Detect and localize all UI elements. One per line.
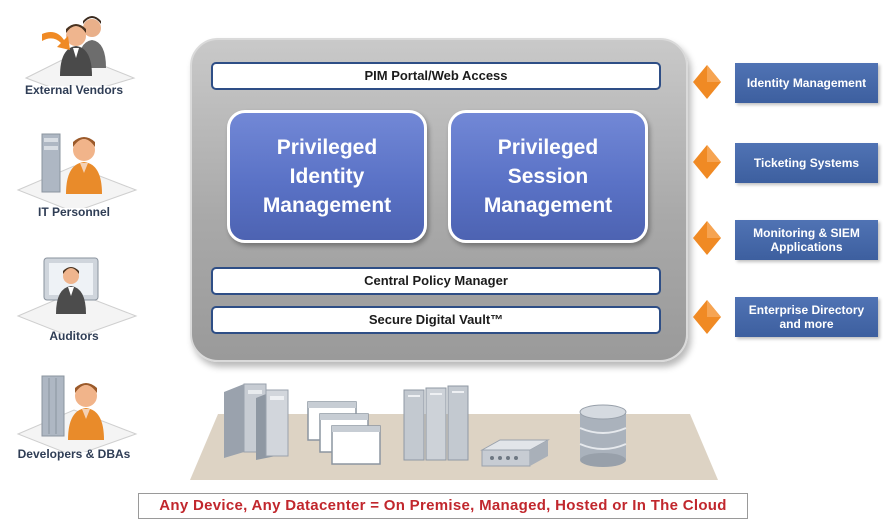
privileged-session-management-module: Privileged Session Management <box>448 110 648 243</box>
secure-digital-vault-bar: Secure Digital Vault™ <box>211 306 661 334</box>
application-windows-icon <box>307 401 381 465</box>
user-group-label: External Vendors <box>24 83 124 97</box>
module-label: Privileged Identity Management <box>262 136 392 217</box>
pim-portal-bar: PIM Portal/Web Access <box>211 62 661 90</box>
database-icon <box>579 404 627 467</box>
user-group-label: IT Personnel <box>37 205 111 219</box>
integration-ticketing-systems: Ticketing Systems <box>735 143 878 183</box>
user-group-auditors: Auditors <box>4 254 144 364</box>
it-personnel-icon <box>16 133 138 208</box>
integration-label: Ticketing Systems <box>753 156 860 170</box>
connector-diamond-icon <box>693 145 721 179</box>
privileged-identity-management-module: Privileged Identity Management <box>227 110 427 243</box>
integration-enterprise-directory: Enterprise Directory and more <box>735 297 878 337</box>
datacenter-caption: Any Device, Any Datacenter = On Premise,… <box>138 493 748 519</box>
network-appliance-icon <box>480 439 550 467</box>
user-group-developers-dbas: Developers & DBAs <box>4 372 144 482</box>
user-group-label: Auditors <box>49 329 99 343</box>
integration-label: Identity Management <box>746 76 867 90</box>
user-group-it-personnel: IT Personnel <box>4 128 144 238</box>
user-group-label: Developers & DBAs <box>17 447 131 461</box>
connector-diamond-icon <box>693 300 721 334</box>
connector-diamond-icon <box>693 221 721 255</box>
integration-identity-management: Identity Management <box>735 63 878 103</box>
module-label: Privileged Session Management <box>483 136 613 217</box>
connector-diamond-icon <box>693 65 721 99</box>
server-tower-icon <box>224 383 289 460</box>
user-group-external-vendors: External Vendors <box>4 6 144 116</box>
integration-monitoring-siem: Monitoring & SIEM Applications <box>735 220 878 260</box>
integration-label: Monitoring & SIEM Applications <box>753 226 860 254</box>
developers-dbas-icon <box>16 375 138 452</box>
integration-label: Enterprise Directory and more <box>748 303 865 331</box>
rack-servers-icon <box>403 385 469 461</box>
auditors-icon <box>16 257 138 334</box>
central-policy-manager-bar: Central Policy Manager <box>211 267 661 295</box>
external-vendors-icon <box>24 16 136 86</box>
